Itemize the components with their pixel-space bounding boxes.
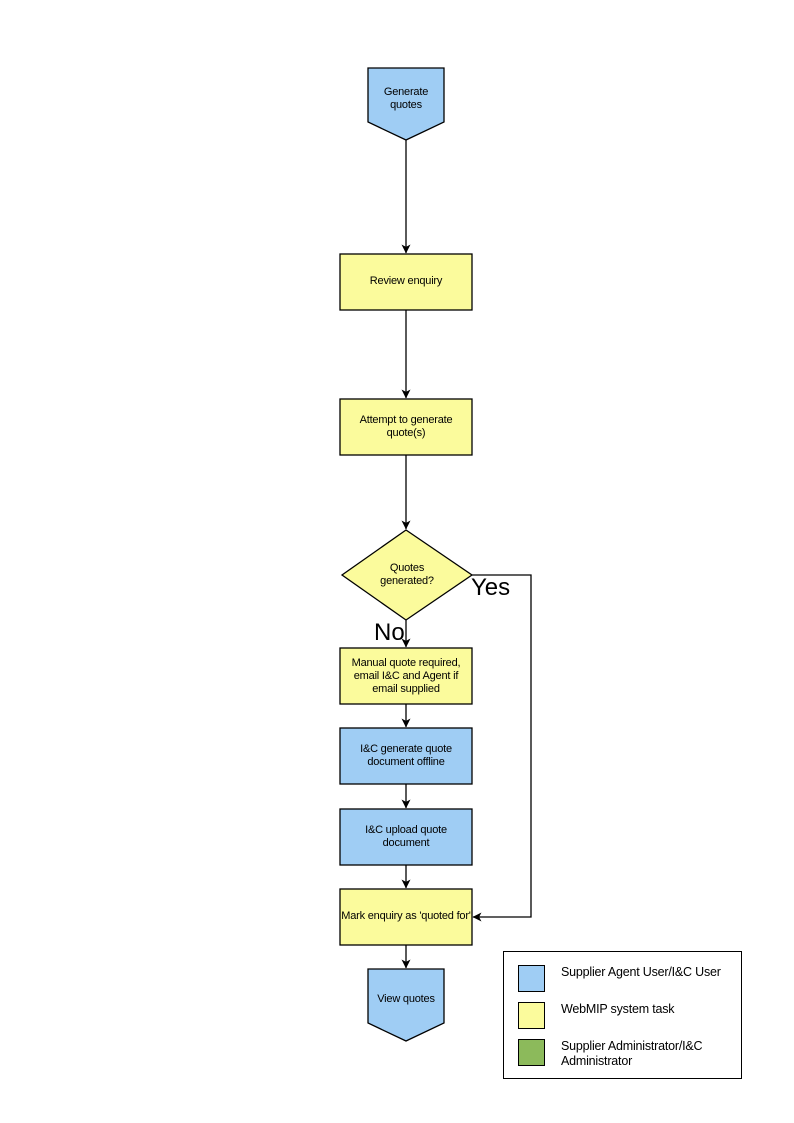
node-ic-upload-quote-document[interactable]	[339, 808, 473, 866]
legend-item-supplier-administrator: Supplier Administrator/I&C Administrator	[518, 1039, 703, 1069]
node-ic-generate-quote-document[interactable]	[339, 727, 473, 785]
legend-item-webmip-system-task: WebMIP system task	[518, 1002, 675, 1029]
legend-swatch-yellow	[518, 1002, 545, 1029]
edge-label-yes: Yes	[471, 574, 511, 601]
edge-decision-yes-to-mark	[472, 574, 532, 922]
legend-label-webmip-system-task: WebMIP system task	[561, 1002, 675, 1016]
legend-label-supplier-agent-user: Supplier Agent User/I&C User	[561, 965, 721, 979]
node-mark-enquiry-quoted-for[interactable]	[339, 888, 473, 946]
legend-item-supplier-agent-user: Supplier Agent User/I&C User	[518, 965, 721, 992]
node-review-enquiry[interactable]	[339, 253, 473, 311]
legend: Supplier Agent User/I&C User WebMIP syst…	[503, 951, 742, 1079]
legend-swatch-green	[518, 1039, 545, 1066]
node-manual-quote-required[interactable]	[339, 647, 473, 705]
edge-label-no: No	[374, 619, 405, 646]
legend-label-supplier-administrator: Supplier Administrator/I&C Administrator	[561, 1039, 703, 1068]
node-quotes-generated-decision[interactable]	[340, 529, 474, 621]
legend-swatch-blue	[518, 965, 545, 992]
node-attempt-generate-quotes[interactable]	[339, 398, 473, 456]
node-view-quotes[interactable]	[367, 968, 445, 1042]
node-generate-quotes[interactable]	[367, 67, 445, 141]
